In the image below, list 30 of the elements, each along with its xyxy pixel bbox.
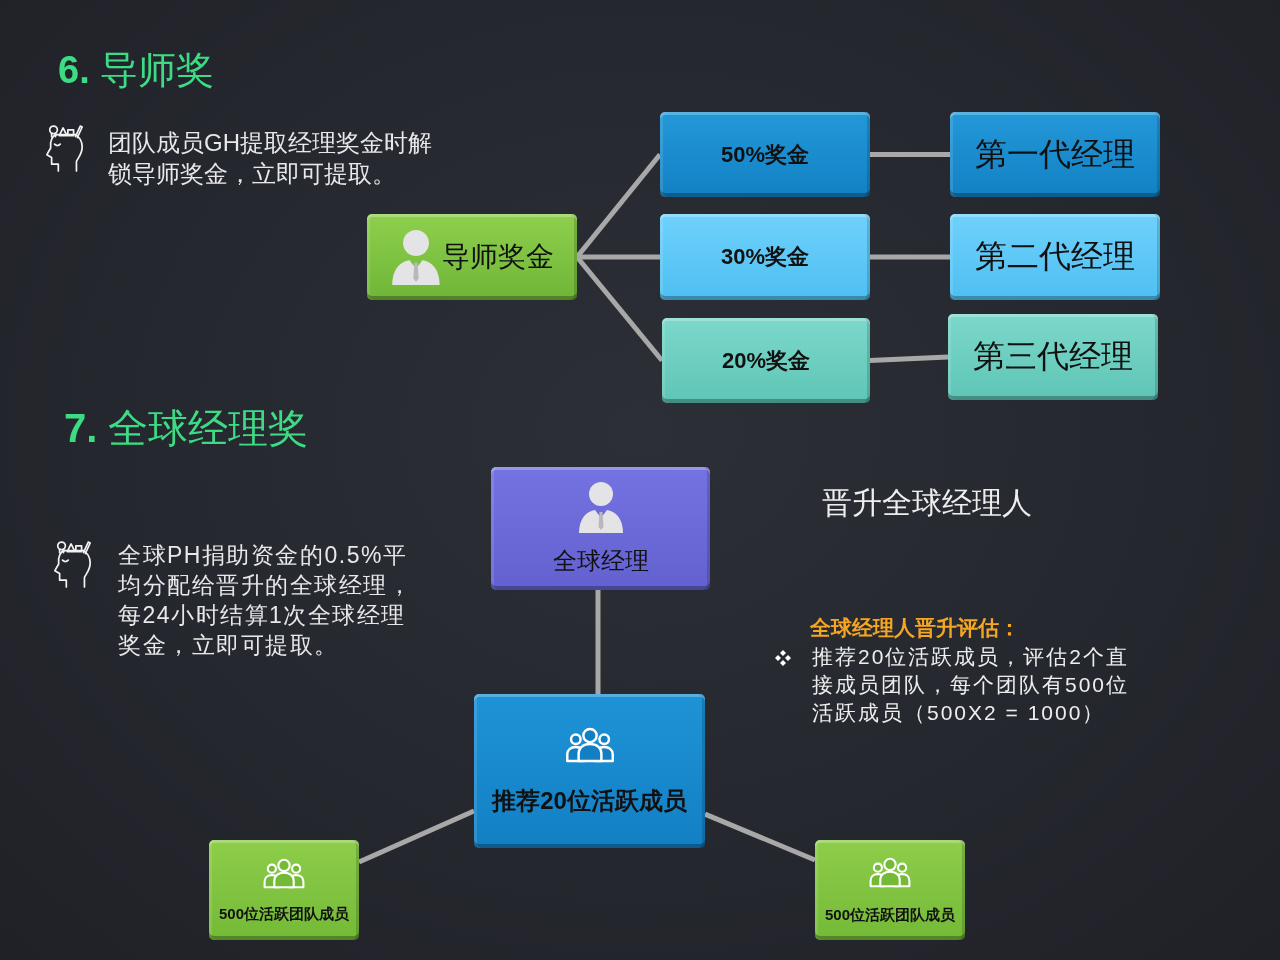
connector-line xyxy=(870,254,950,260)
manager-box: 第一代经理 xyxy=(950,112,1160,197)
criteria-text: 推荐20位活跃成员，评估2个直接成员团队，每个团队有500位活跃成员（500X2 = 1000） xyxy=(812,644,1131,726)
criteria-heading: 全球经理人晋升评估： xyxy=(810,615,1020,641)
connector-line xyxy=(704,811,816,863)
description-text: 团队成员GH提取经理奖金时解锁导师奖金，立即可提取。 xyxy=(108,128,433,189)
bonus-box xyxy=(367,214,577,300)
section-heading: 6. 导师奖 xyxy=(58,48,215,93)
member-box xyxy=(474,694,705,848)
bonus-box: 50%奖金 xyxy=(660,112,870,197)
manager-box: 第二代经理 xyxy=(950,214,1160,300)
manager-box xyxy=(491,467,710,590)
connector-line xyxy=(577,254,660,260)
section-heading: 7. 全球经理奖 xyxy=(64,405,309,452)
node-label: 500位活跃团队成员 xyxy=(825,905,955,924)
connector-line xyxy=(595,590,601,694)
bonus-box: 20%奖金 xyxy=(662,318,870,403)
manager-box: 第三代经理 xyxy=(948,314,1158,400)
description-text: 全球PH捐助资金的0.5%平均分配给晋升的全球经理，每24小时结算1次全球经理奖金，立即可提取。 xyxy=(118,541,413,660)
connector-line xyxy=(358,808,475,865)
node-label: 全球经理 xyxy=(552,547,649,576)
node-label: 推荐20位活跃成员 xyxy=(492,786,687,816)
member-box xyxy=(815,840,965,940)
node-label: 500位活跃团队成员 xyxy=(219,904,349,923)
connector-line xyxy=(870,152,950,157)
bonus-box: 30%奖金 xyxy=(660,214,870,300)
subtitle: 晋升全球经理人 xyxy=(822,485,1032,521)
member-box xyxy=(209,840,359,940)
connector-line xyxy=(869,354,949,363)
node-label: 导师奖金 xyxy=(442,240,554,274)
